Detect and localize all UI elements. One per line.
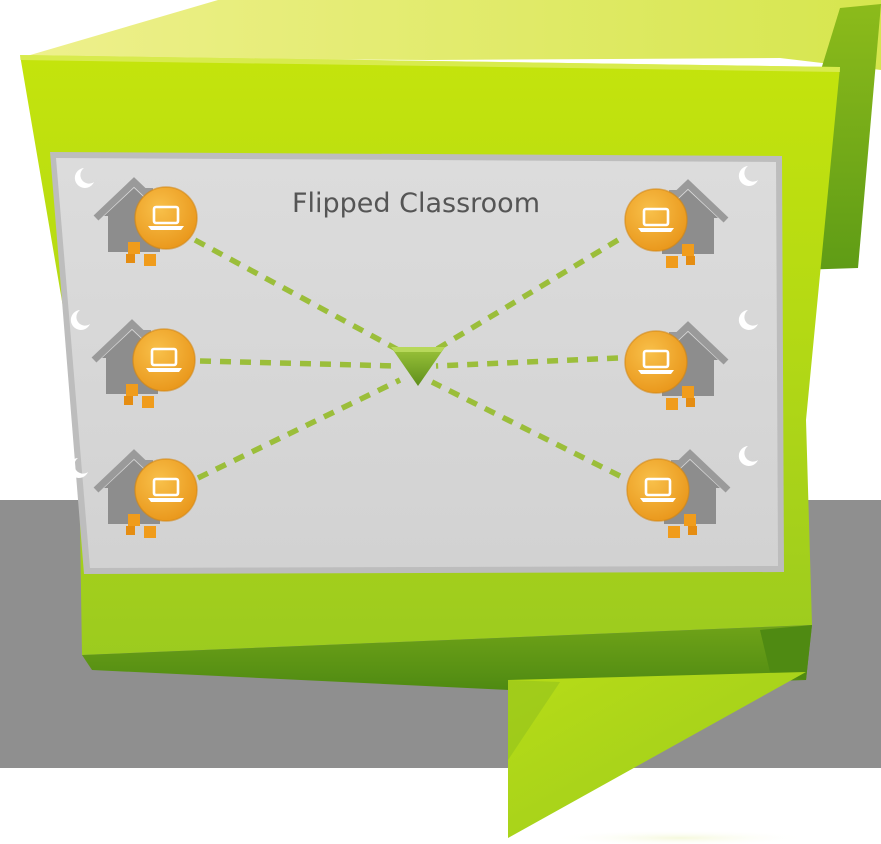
- connector-lines: [193, 237, 622, 481]
- speech-tail: [508, 672, 806, 838]
- top-fold: [20, 0, 881, 70]
- triangle-hub-icon: [391, 347, 445, 386]
- bottom-fold: [82, 625, 812, 690]
- diagram-title: Flipped Classroom: [292, 188, 540, 219]
